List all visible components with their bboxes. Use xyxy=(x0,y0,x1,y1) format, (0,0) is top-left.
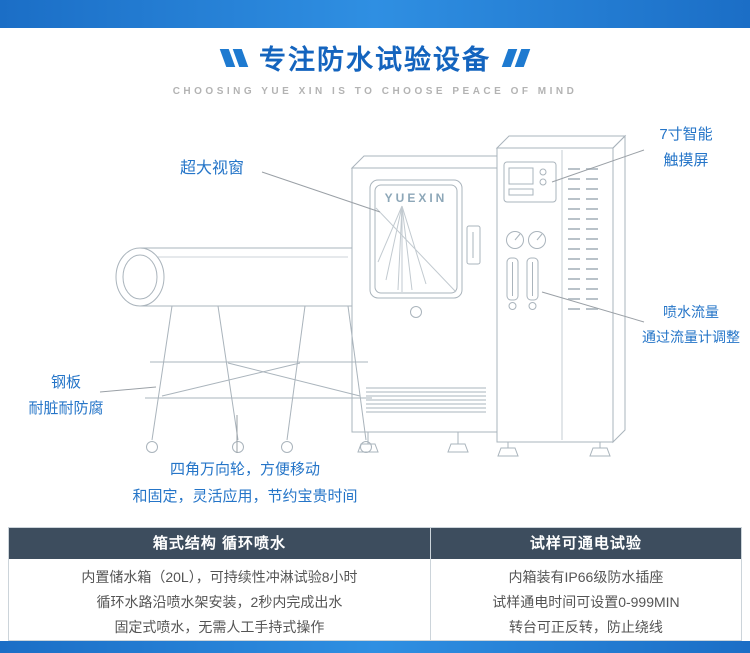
feature-col-structure: 箱式结构 循环喷水 内置储水箱（20L），可持续性冲淋试验8小时 循环水路沿喷水… xyxy=(9,528,430,640)
callout-touchscreen-line1: 7寸智能 xyxy=(659,126,713,143)
page-subtitle: CHOOSING YUE XIN IS TO CHOOSE PEACE OF M… xyxy=(172,86,578,97)
support-frame xyxy=(145,305,372,453)
callout-steel-line1: 钢板 xyxy=(50,374,81,391)
callout-flow-line1: 喷水流量 xyxy=(663,304,719,320)
feature-table: 箱式结构 循环喷水 内置储水箱（20L），可持续性冲淋试验8小时 循环水路沿喷水… xyxy=(8,527,742,641)
callout-wheels: 四角万向轮，方便移动 和固定，灵活应用，节约宝贵时间 xyxy=(120,456,370,510)
callout-touchscreen: 7寸智能 触摸屏 xyxy=(640,122,732,173)
feature-line: 内箱装有IP66级防水插座 xyxy=(508,569,664,585)
door-handle xyxy=(466,225,481,265)
page-title: 专注防水试验设备 xyxy=(259,45,491,75)
flow-meters xyxy=(506,257,539,310)
feature-line: 转台可正反转，防止绕线 xyxy=(508,619,663,635)
test-cylinder xyxy=(115,247,352,307)
side-vents xyxy=(568,168,598,312)
header: 专注防水试验设备 CHOOSING YUE XIN IS TO CHOOSE P… xyxy=(0,38,750,97)
callout-wheels-line1: 四角万向轮，方便移动 xyxy=(169,461,320,478)
feature-body-power: 内箱装有IP66级防水插座 试样通电时间可设置0-999MIN 转台可正反转，防… xyxy=(431,559,741,639)
feature-header-power: 试样可通电试验 xyxy=(430,528,741,559)
feature-line: 循环水路沿喷水架安装，2秒内完成出水 xyxy=(96,594,343,610)
callout-wheels-line2: 和固定，灵活应用，节约宝贵时间 xyxy=(132,488,358,505)
callout-steel: 钢板 耐脏耐防腐 xyxy=(18,370,114,423)
door-lock xyxy=(410,306,422,318)
feature-line: 固定式喷水，无需人工手持式操作 xyxy=(114,619,325,635)
caster-wheels xyxy=(146,441,372,453)
vent-grille xyxy=(366,387,486,413)
feature-col-power: 试样可通电试验 内箱装有IP66级防水插座 试样通电时间可设置0-999MIN … xyxy=(429,528,741,640)
callout-flow-line2: 通过流量计调整 xyxy=(642,328,740,345)
pressure-gauges xyxy=(506,231,546,249)
callout-flow: 喷水流量 通过流量计调整 xyxy=(638,300,744,349)
callout-touchscreen-line2: 触摸屏 xyxy=(663,151,709,169)
spray-chamber: YUEXIN xyxy=(350,155,498,453)
title-row: 专注防水试验设备 xyxy=(0,38,750,77)
feature-body-structure: 内置储水箱（20L），可持续性冲淋试验8小时 循环水路沿喷水架安装，2秒内完成出… xyxy=(9,559,430,639)
leader-lines xyxy=(99,149,645,453)
machine-logo: YUEXIN xyxy=(385,191,448,205)
viewing-window: YUEXIN xyxy=(369,179,463,299)
feature-line: 试样通电时间可设置0-999MIN xyxy=(492,594,680,610)
touchscreen-panel xyxy=(503,161,557,203)
bottom-decor-bar xyxy=(0,641,750,653)
callout-steel-line2: 耐脏耐防腐 xyxy=(28,400,104,418)
chamber-feet xyxy=(357,432,469,453)
callout-window: 超大视窗 xyxy=(179,160,244,177)
cabinet-feet xyxy=(497,442,611,457)
top-decor-bar xyxy=(0,0,750,28)
control-cabinet xyxy=(495,134,627,457)
feature-line: 内置储水箱（20L），可持续性冲淋试验8小时 xyxy=(81,569,358,585)
feature-header-structure: 箱式结构 循环喷水 xyxy=(9,528,430,559)
